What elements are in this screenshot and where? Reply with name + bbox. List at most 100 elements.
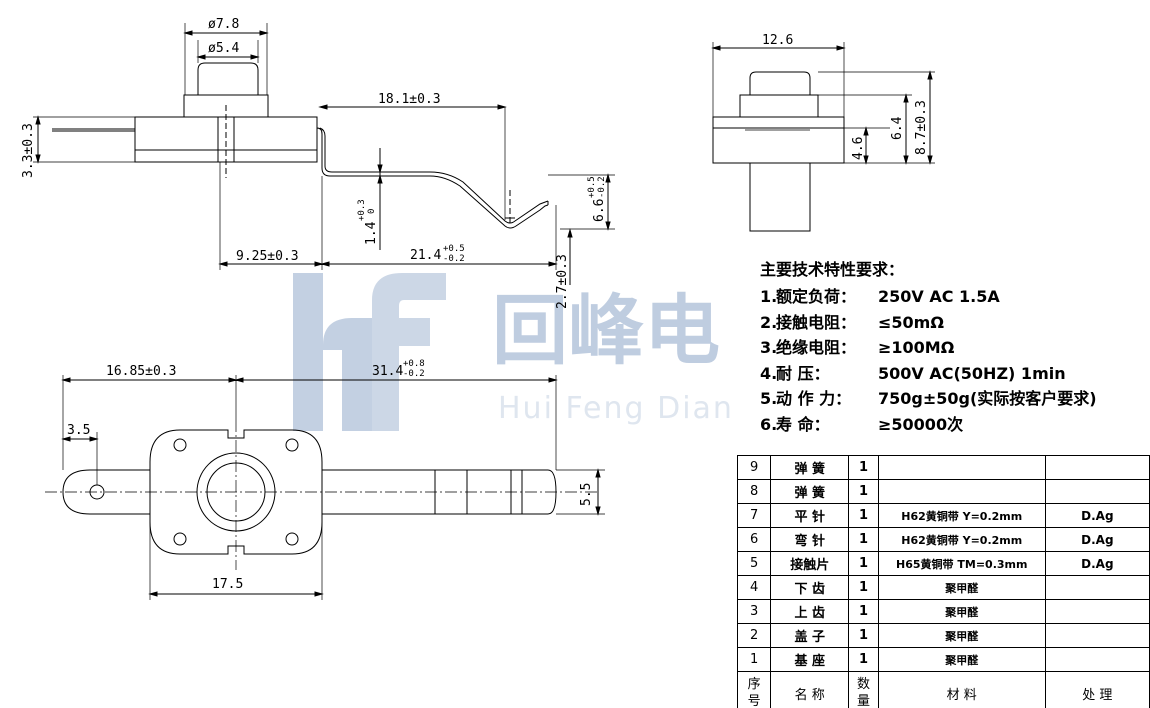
bom-cell-treatment xyxy=(1044,647,1150,672)
end-dim-h1: 4.6 xyxy=(851,137,866,160)
spec-name: 接触电阻： xyxy=(776,312,857,332)
watermark-name-pinyin: Hui Feng Dian xyxy=(498,391,734,426)
spec-num: 3. xyxy=(760,338,778,357)
top-dim-left: 16.85±0.3 xyxy=(106,364,176,379)
bom-header-material: 材 料 xyxy=(877,671,1046,708)
side-view xyxy=(33,23,615,285)
bom-cell-material: 聚甲醛 xyxy=(877,575,1046,600)
end-view xyxy=(711,42,935,232)
spec-name: 动 作 力： xyxy=(776,389,852,408)
bom-cell-material: H62黄铜带 Y=0.2mm xyxy=(877,527,1046,552)
bom-cell-treatment: D.Ag xyxy=(1044,503,1150,528)
specs-title: 主要技术特性要求： xyxy=(760,260,905,279)
bom-cell-name: 弹 簧 xyxy=(770,455,850,480)
bom-cell-name: 基 座 xyxy=(770,647,850,672)
spec-name: 绝缘电阻： xyxy=(776,338,857,357)
top-view xyxy=(45,375,605,600)
dim-span: 21.4 xyxy=(410,248,441,263)
bom-cell-qty: 1 xyxy=(848,551,879,576)
dim-low-h: 2.7±0.3 xyxy=(555,254,570,309)
bom-cell-name: 下 齿 xyxy=(770,575,850,600)
dim-tip-h: 6.6 xyxy=(592,199,607,222)
top-dim-right-tol-up: +0.8 xyxy=(403,359,425,369)
spec-value: 750g±50g(实际按客户要求) xyxy=(878,389,1097,408)
dim-tip-h-tol-up: +0.5 xyxy=(587,176,597,198)
bom-cell-name: 弹 簧 xyxy=(770,479,850,504)
bom-cell-qty: 1 xyxy=(848,527,879,552)
bom-cell-material: H65黄铜带 TM=0.3mm xyxy=(877,551,1046,576)
spec-value: 250V AC 1.5A xyxy=(878,287,1000,306)
bom-cell-qty: 1 xyxy=(848,455,879,480)
end-dim-h2: 6.4 xyxy=(890,116,905,140)
spec-name: 寿 命： xyxy=(776,414,830,434)
spec-item: 6.寿 命： ≥50000次 xyxy=(760,412,1150,438)
bom-cell-qty: 1 xyxy=(848,503,879,528)
bom-cell-qty: 1 xyxy=(848,479,879,504)
bom-cell-material: 聚甲醛 xyxy=(877,647,1046,672)
dim-span-tol-up: +0.5 xyxy=(443,244,465,254)
spec-num: 4. xyxy=(760,363,778,383)
bom-cell-treatment xyxy=(1044,623,1150,648)
end-view-labels: 12.6 4.6 6.4 8.7±0.3 xyxy=(762,33,929,160)
bom-cell-material xyxy=(877,479,1046,504)
bom-cell-material xyxy=(877,455,1046,480)
dim-lever-len: 18.1±0.3 xyxy=(378,92,441,107)
bom-cell-material: 聚甲醛 xyxy=(877,623,1046,648)
dim-lever-drop: 1.4 xyxy=(364,221,379,245)
bom-cell-qty: 1 xyxy=(848,647,879,672)
spec-value: ≥100MΩ xyxy=(878,338,955,357)
dim-inner-dia: ø5.4 xyxy=(208,41,239,56)
bom-header-treatment: 处 理 xyxy=(1044,671,1150,708)
bom-cell-no: 3 xyxy=(736,599,772,624)
bom-cell-no: 4 xyxy=(736,575,772,600)
watermark-logo xyxy=(293,273,446,431)
dim-body-h: 3.3±0.3 xyxy=(21,123,36,178)
dim-lever-drop-tol-down: 0 xyxy=(367,209,377,214)
dim-tip-h-tol-down: -0.2 xyxy=(597,176,607,198)
spec-item: 1.额定负荷： 250V AC 1.5A xyxy=(760,284,1150,310)
bom-cell-name: 接触片 xyxy=(770,551,850,576)
side-view-labels: ø7.8 ø5.4 18.1±0.3 3.3±0.3 1.4 +0.3 0 6.… xyxy=(21,17,607,309)
spec-name: 额定负荷： xyxy=(776,287,857,306)
top-view-labels: 16.85±0.3 31.4 +0.8 -0.2 3.5 5.5 17.5 xyxy=(67,359,594,592)
spec-num: 6. xyxy=(760,414,778,434)
spec-name: 耐 压： xyxy=(776,363,830,383)
bom-cell-treatment: D.Ag xyxy=(1044,527,1150,552)
dim-outer-dia: ø7.8 xyxy=(208,17,239,32)
spec-value: ≥50000次 xyxy=(878,414,964,434)
bom-header-no: 序号 xyxy=(736,671,772,708)
bom-cell-qty: 1 xyxy=(848,623,879,648)
spec-item: 4.耐 压：500V AC(50HZ) 1min xyxy=(760,361,1150,387)
top-dim-body: 17.5 xyxy=(212,577,243,592)
bom-cell-treatment: D.Ag xyxy=(1044,551,1150,576)
spec-num: 5. xyxy=(760,389,778,408)
watermark-name-cn: 回峰电 xyxy=(492,286,720,375)
bom-cell-material: 聚甲醛 xyxy=(877,599,1046,624)
spec-item: 5.动 作 力： 750g±50g(实际按客户要求) xyxy=(760,386,1150,412)
bom-header-qty: 数量 xyxy=(848,671,879,708)
bom-cell-name: 平 针 xyxy=(770,503,850,528)
spec-value: ≤50mΩ xyxy=(878,312,944,332)
spec-num: 1. xyxy=(760,287,778,306)
end-dim-h3: 8.7±0.3 xyxy=(914,100,929,155)
bom-cell-no: 1 xyxy=(736,647,772,672)
end-dim-width: 12.6 xyxy=(762,33,793,48)
top-dim-right: 31.4 xyxy=(372,364,403,379)
top-dim-right-tol-down: -0.2 xyxy=(403,369,425,379)
spec-item: 3.绝缘电阻： ≥100MΩ xyxy=(760,335,1150,361)
bom-cell-name: 盖 子 xyxy=(770,623,850,648)
